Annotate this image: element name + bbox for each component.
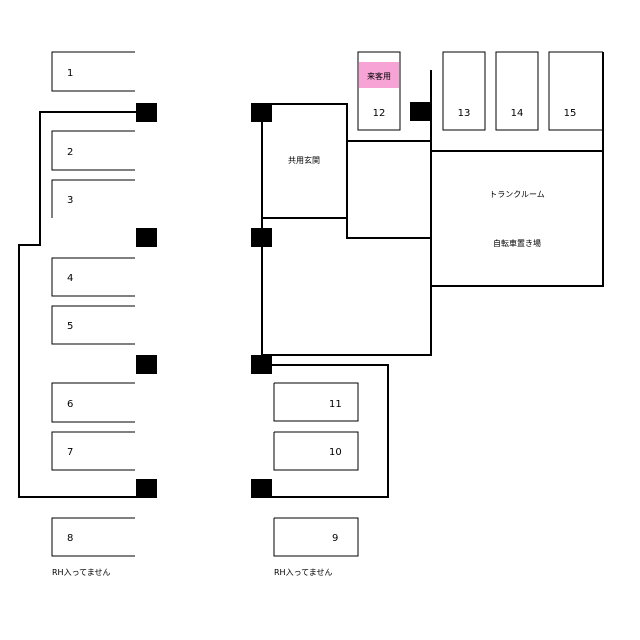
visitor-badge — [359, 62, 399, 88]
space-4: 4 — [51, 257, 135, 297]
pillar — [251, 228, 272, 247]
note-right: RH入ってません — [274, 568, 333, 577]
space-14: 14 — [495, 51, 539, 131]
note-left: RH入ってません — [52, 568, 111, 577]
space-5: 5 — [51, 305, 135, 345]
pillar — [251, 479, 272, 498]
space-8: 8 — [51, 517, 135, 557]
pillar — [251, 103, 272, 122]
space-10: 10 — [273, 431, 359, 471]
space-1: 1 — [51, 51, 135, 92]
space-13: 13 — [442, 51, 486, 131]
space-number: 13 — [458, 108, 471, 119]
space-number: 10 — [329, 447, 342, 458]
space-number: 15 — [564, 108, 577, 119]
space-9: 9 — [273, 517, 359, 557]
trunk-room-label: トランクルーム — [489, 190, 545, 199]
space-3: 3 — [51, 179, 135, 218]
pillar — [251, 355, 272, 374]
left-corridor-walls — [18, 111, 137, 498]
bicycle-parking-label: 自転車置き場 — [493, 238, 541, 248]
space-2: 2 — [51, 130, 135, 171]
space-number: 5 — [67, 321, 73, 332]
pillar — [136, 103, 157, 122]
trunk-room-area — [431, 52, 604, 287]
space-11: 11 — [273, 382, 359, 422]
space-7: 7 — [51, 431, 135, 471]
building-core — [262, 70, 432, 356]
space-12: 来客用 12 — [357, 51, 401, 131]
space-number: 3 — [67, 195, 73, 206]
space-15: 15 — [548, 51, 603, 131]
space-number: 1 — [67, 68, 73, 79]
space-number: 6 — [67, 399, 73, 410]
pillar — [136, 479, 157, 498]
space-number: 14 — [511, 108, 524, 119]
space-number: 9 — [332, 533, 338, 544]
entrance-label: 共用玄関 — [288, 155, 320, 165]
space-number: 12 — [373, 108, 386, 119]
space-number: 11 — [329, 399, 342, 410]
pillars — [136, 102, 431, 498]
space-number: 4 — [67, 273, 73, 284]
space-6: 6 — [51, 382, 135, 423]
pillar — [136, 228, 157, 247]
space-number: 7 — [67, 447, 73, 458]
visitor-label: 来客用 — [367, 71, 391, 81]
space-number: 2 — [67, 147, 73, 158]
pillar — [136, 355, 157, 374]
middle-walls — [261, 112, 389, 498]
pillar — [410, 102, 431, 121]
space-number: 8 — [67, 533, 73, 544]
